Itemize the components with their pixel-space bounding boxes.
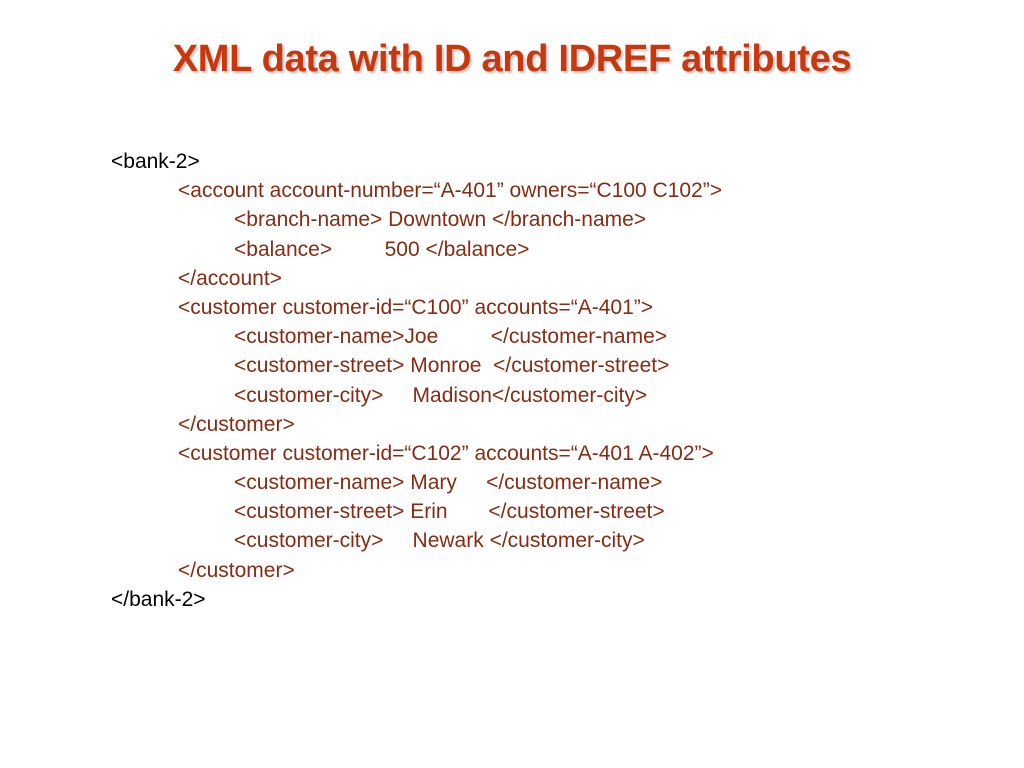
xml-account-open: <account account-number=“A-401” owners=“… <box>178 179 722 203</box>
xml-customer-c102-open: <customer customer-id=“C102” accounts=“A… <box>178 441 714 465</box>
xml-line: <customer-street> Monroe </customer-stre… <box>111 351 991 380</box>
xml-line: <bank-2> <box>111 147 991 176</box>
xml-line: <customer-name>Joe </customer-name> <box>111 322 991 351</box>
xml-line: <customer customer-id=“C102” accounts=“A… <box>111 439 991 468</box>
xml-customer-name: <customer-name>Joe </customer-name> <box>234 325 668 349</box>
xml-balance: <balance> 500 </balance> <box>234 237 530 261</box>
xml-bank-open: <bank-2> <box>111 150 200 173</box>
xml-line: <customer-city> Madison</customer-city> <box>111 381 991 410</box>
xml-line: </bank-2> <box>111 585 991 614</box>
xml-branch-name: <branch-name> Downtown </branch-name> <box>234 208 647 232</box>
slide-title: XML data with ID and IDREF attributes <box>172 38 852 80</box>
xml-customer-close: </customer> <box>178 412 295 436</box>
xml-line: <customer-city> Newark </customer-city> <box>111 526 991 555</box>
xml-line: <account account-number=“A-401” owners=“… <box>111 176 991 205</box>
xml-customer-name: <customer-name> Mary </customer-name> <box>234 471 663 495</box>
xml-customer-city: <customer-city> Madison</customer-city> <box>234 383 648 407</box>
xml-customer-city: <customer-city> Newark </customer-city> <box>234 529 645 553</box>
xml-customer-close: </customer> <box>178 558 295 582</box>
xml-account-close: </account> <box>178 266 282 290</box>
xml-line: <customer customer-id=“C100” accounts=“A… <box>111 293 991 322</box>
xml-bank-close: </bank-2> <box>111 587 206 611</box>
xml-line: </customer> <box>111 556 991 585</box>
xml-customer-c100-open: <customer customer-id=“C100” accounts=“A… <box>178 295 654 319</box>
xml-line: <balance> 500 </balance> <box>111 235 991 264</box>
xml-line: </customer> <box>111 410 991 439</box>
xml-customer-street: <customer-street> Monroe </customer-stre… <box>234 354 670 378</box>
xml-line: </account> <box>111 264 991 293</box>
xml-line: <customer-street> Erin </customer-street… <box>111 497 991 526</box>
xml-code-block: <bank-2> <account account-number=“A-401”… <box>111 147 991 614</box>
xml-line: <branch-name> Downtown </branch-name> <box>111 205 991 234</box>
xml-customer-street: <customer-street> Erin </customer-street… <box>234 500 665 524</box>
xml-line: <customer-name> Mary </customer-name> <box>111 468 991 497</box>
